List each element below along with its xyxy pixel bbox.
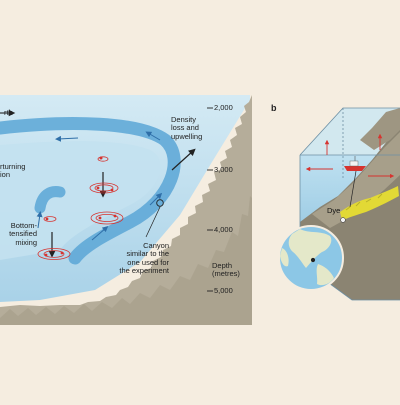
density-line: Density [171,115,197,124]
panel-a [0,95,252,325]
circulation-band-inner [34,186,66,214]
canyon-line: Canyon [143,241,169,250]
circulation-band [0,117,181,265]
canyon-leader [145,206,161,238]
overturning-line: ion [0,170,11,180]
dye-release-marker [340,217,346,223]
density-line: upwelling [171,131,203,141]
north-label: rth [4,108,13,117]
flow-arrow [149,192,163,206]
canyon-line: similar to the [126,249,169,259]
globe-icon [278,225,344,291]
panel-b [278,107,400,301]
upwelling-arrow [171,148,196,171]
canyon-line: the experiment [119,266,169,276]
depth-axis-label: Depth (metres) [212,261,240,279]
density-label: Density loss and upwelling [171,115,203,141]
dye-label: Dye [327,206,341,215]
flow-arrow [91,226,109,241]
seafloor-ridges [0,196,252,325]
box-terrain-light [312,132,400,228]
canyon-marker [156,199,164,207]
mixing-eddies [37,156,124,260]
depth-tick-label: 2,000 [214,103,233,112]
box-terrain-hill [360,108,400,150]
eddy-dots [44,156,117,257]
mooring-line [349,170,357,208]
site-marker [310,257,316,263]
seafloor-slope [0,95,252,325]
density-line: loss and [171,123,199,133]
bottom-mixing-line: mixing [15,237,37,247]
depth-axis-line: Depth [212,261,233,270]
flow-arrow [145,131,161,141]
flow-arrow [36,211,43,229]
overturning-line: rturning [0,162,26,171]
bottom-mixing-label: Bottom- tensified mixing [3,221,37,247]
depth-tick-label: 3,000 [214,165,233,174]
canyon-line: one used for [127,257,169,267]
dye-plume-detail [345,193,383,211]
bottom-mixing-line: Bottom- [10,221,37,230]
dye-plume [340,186,399,220]
depth-tick-label: 4,000 [214,225,233,234]
overturning-label: rturning ion [0,162,26,180]
panel-b-letter: b [271,103,277,113]
overturning-core [0,141,161,260]
depth-tick-label: 5,000 [214,286,233,295]
depth-axis-line: (metres) [212,269,240,279]
flow-arrow [55,135,79,142]
ship-icon [344,156,366,171]
bottom-mixing-line: tensified [9,229,37,239]
canyon-label: Canyon similar to the one used for the e… [107,241,169,276]
depth-ticks [207,107,213,292]
